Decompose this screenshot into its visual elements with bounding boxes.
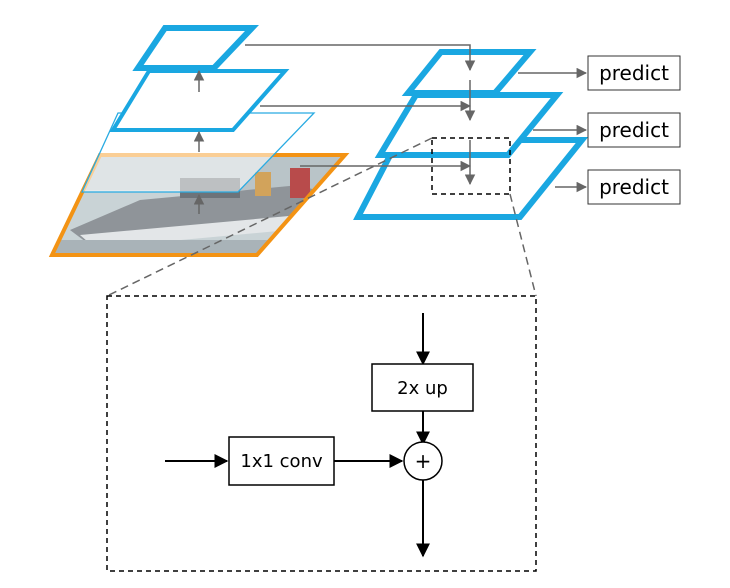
top-down-layer-2 — [374, 92, 564, 158]
top-down-layer-1 — [401, 49, 537, 96]
zoom-region — [431, 137, 511, 195]
lateral-conv-label: 1x1 conv — [240, 451, 323, 472]
detail-panel — [106, 295, 537, 572]
merge-symbol: + — [415, 449, 432, 473]
projection-line-right — [509, 193, 537, 297]
predict-box-top: predict — [587, 55, 681, 91]
predict-label-middle: predict — [599, 118, 669, 142]
merge-node: + — [403, 441, 443, 481]
lateral-connections — [245, 44, 476, 172]
bottom-up-layer-3 — [132, 25, 259, 71]
detail-arrows — [165, 313, 430, 558]
predict-label-top: predict — [599, 61, 669, 85]
predict-label-bottom: predict — [599, 175, 669, 199]
predict-arrows — [518, 67, 588, 193]
upsample-box: 2x up — [371, 363, 474, 412]
zoom-projection-lines — [106, 137, 537, 297]
lateral-conv-box: 1x1 conv — [228, 436, 335, 486]
lateral-connection-top — [245, 44, 476, 72]
projection-line-left — [106, 137, 433, 297]
predict-box-bottom: predict — [587, 169, 681, 205]
upsample-label: 2x up — [397, 378, 448, 399]
predict-box-middle: predict — [587, 112, 681, 148]
bottom-up-layer-2 — [109, 69, 290, 132]
